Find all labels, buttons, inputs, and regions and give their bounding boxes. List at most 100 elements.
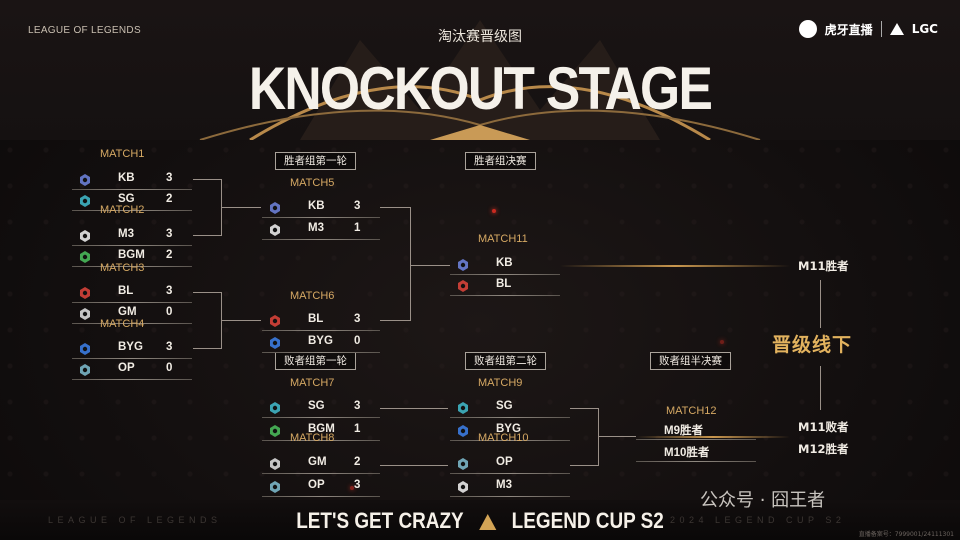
background-texture <box>0 140 960 480</box>
op-logo-icon <box>78 362 92 376</box>
page-subtitle: 淘汰赛晋级图 <box>438 29 522 45</box>
connector-line <box>820 280 821 328</box>
stage-label-wb-r1: 胜者组第一轮 <box>275 152 356 170</box>
team-row-divider <box>72 379 192 380</box>
sg-logo-icon <box>78 193 92 207</box>
team-name: KB <box>118 172 135 184</box>
team-row: M3 <box>450 476 570 498</box>
team-row: M3 3 <box>72 225 192 247</box>
crown-icon <box>478 514 497 531</box>
team-score: 3 <box>354 313 361 325</box>
team-row-divider <box>72 323 192 324</box>
team-name: M3 <box>118 228 134 240</box>
ember-spark <box>492 209 496 213</box>
team-row: M9胜者 <box>636 419 756 441</box>
team-name: BYG <box>118 341 143 353</box>
byg-logo-icon <box>268 335 282 349</box>
team-row: KB <box>450 254 560 276</box>
team-name: M3 <box>496 479 512 491</box>
advancement-cutline-label: 晋级线下 <box>772 334 853 356</box>
team-row-divider <box>450 496 570 497</box>
match-label: MATCH9 <box>478 377 523 389</box>
match-label: MATCH11 <box>478 233 528 245</box>
team-name: SG <box>118 193 135 205</box>
team-name: BGM <box>308 423 335 435</box>
team-score: 2 <box>166 193 173 205</box>
gm-logo-icon <box>268 456 282 470</box>
team-score: 2 <box>166 249 173 261</box>
team-row-divider <box>72 266 192 267</box>
team-row: M10胜者 <box>636 441 756 463</box>
stage-label-wb-final: 胜者组决赛 <box>465 152 536 170</box>
connector-line <box>380 207 410 208</box>
team-score: 0 <box>166 362 173 374</box>
team-row-divider <box>72 189 192 190</box>
lgc-logo-icon <box>889 23 904 35</box>
team-name: KB <box>496 257 513 269</box>
connector-line <box>193 179 221 180</box>
team-score: 0 <box>354 335 361 347</box>
team-row-divider <box>262 440 380 441</box>
footer-slogan-b: LEGEND CUP S2 <box>511 508 664 533</box>
team-row-divider <box>262 239 380 240</box>
connector-line <box>570 408 598 409</box>
team-score: 3 <box>354 400 361 412</box>
bl-logo-icon <box>456 278 470 292</box>
kb-logo-icon <box>78 172 92 186</box>
m12-winner-label: M12胜者 <box>798 442 849 456</box>
header-banner: LEAGUE OF LEGENDS 淘汰赛晋级图 KNOCKOUT STAGE … <box>0 0 960 140</box>
connector-line <box>410 265 450 266</box>
lgc-brand-text: LGC <box>911 22 938 36</box>
team-name: BL <box>118 285 134 297</box>
team-row-divider <box>262 473 380 474</box>
m11-winner-label: M11胜者 <box>798 259 849 273</box>
watermark-text: 公众号 · 囧王者 <box>700 490 826 511</box>
connector-line <box>193 235 221 236</box>
team-name: OP <box>118 362 135 374</box>
team-row-divider <box>72 358 192 359</box>
ember-spark <box>350 486 354 490</box>
team-name: KB <box>308 200 325 212</box>
m3-logo-icon <box>456 479 470 493</box>
team-name: SG <box>496 400 513 412</box>
match-label: MATCH10 <box>478 432 529 444</box>
connector-line <box>193 348 221 349</box>
connector-line <box>380 408 448 409</box>
team-score: 3 <box>166 228 173 240</box>
footer-slogan: LET'S GET CRAZY LEGEND CUP S2 <box>67 508 893 534</box>
bl-logo-icon <box>78 285 92 299</box>
team-score: 1 <box>354 222 361 234</box>
team-row-divider <box>636 439 756 440</box>
ember-spark <box>720 340 724 344</box>
team-row-divider <box>72 210 192 211</box>
gm-logo-icon <box>78 306 92 320</box>
footer-slogan-a: LET'S GET CRAZY <box>296 508 464 533</box>
team-row-divider <box>636 461 756 462</box>
team-row: KB 3 <box>72 169 192 191</box>
team-row-divider <box>262 352 380 353</box>
m11-loser-label: M11败者 <box>798 420 849 434</box>
crown-ornament-graphic <box>199 20 761 140</box>
match-label: MATCH1 <box>100 148 145 160</box>
sg-logo-icon <box>268 400 282 414</box>
match-label: MATCH8 <box>290 432 335 444</box>
team-name: OP <box>308 479 325 491</box>
team-row-divider <box>262 496 380 497</box>
op-logo-icon <box>456 456 470 470</box>
bl-logo-icon <box>268 313 282 327</box>
m3-logo-icon <box>78 228 92 242</box>
team-name: SG <box>308 400 325 412</box>
huya-brand-text: 虎牙直播 <box>824 22 873 37</box>
team-row-divider <box>262 330 380 331</box>
team-name: M9胜者 <box>664 425 703 437</box>
team-score: 3 <box>166 172 173 184</box>
team-score: 3 <box>166 285 173 297</box>
team-name: BL <box>308 313 324 325</box>
